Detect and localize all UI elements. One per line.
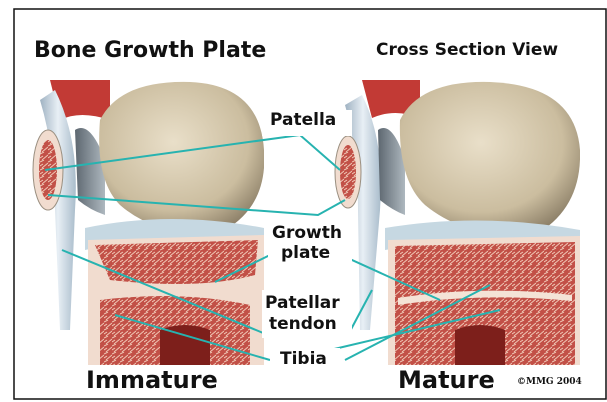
title-right: Cross Section View bbox=[376, 42, 558, 59]
stage-label-mature: Mature bbox=[398, 368, 495, 392]
copyright: ©MMG 2004 bbox=[517, 378, 582, 387]
femur-condyle-right bbox=[400, 82, 580, 234]
tibia-epiphysis-left bbox=[95, 240, 258, 284]
mature-knee bbox=[335, 80, 580, 365]
label-patellar-tendon-line2: tendon bbox=[269, 316, 337, 333]
label-growth-plate-line2: plate bbox=[281, 245, 330, 262]
immature-knee bbox=[33, 80, 264, 365]
stage-label-immature: Immature bbox=[86, 368, 218, 392]
label-patellar-tendon-line1: Patellar bbox=[265, 295, 340, 312]
patella-marrow-right bbox=[340, 145, 356, 199]
label-growth-plate-line1: Growth bbox=[272, 225, 342, 242]
label-patella: Patella bbox=[270, 112, 336, 129]
title-left: Bone Growth Plate bbox=[34, 40, 266, 62]
label-tibia: Tibia bbox=[280, 351, 327, 368]
tibia-cavity-right bbox=[455, 325, 505, 365]
patellar-tendon-left bbox=[40, 90, 76, 330]
